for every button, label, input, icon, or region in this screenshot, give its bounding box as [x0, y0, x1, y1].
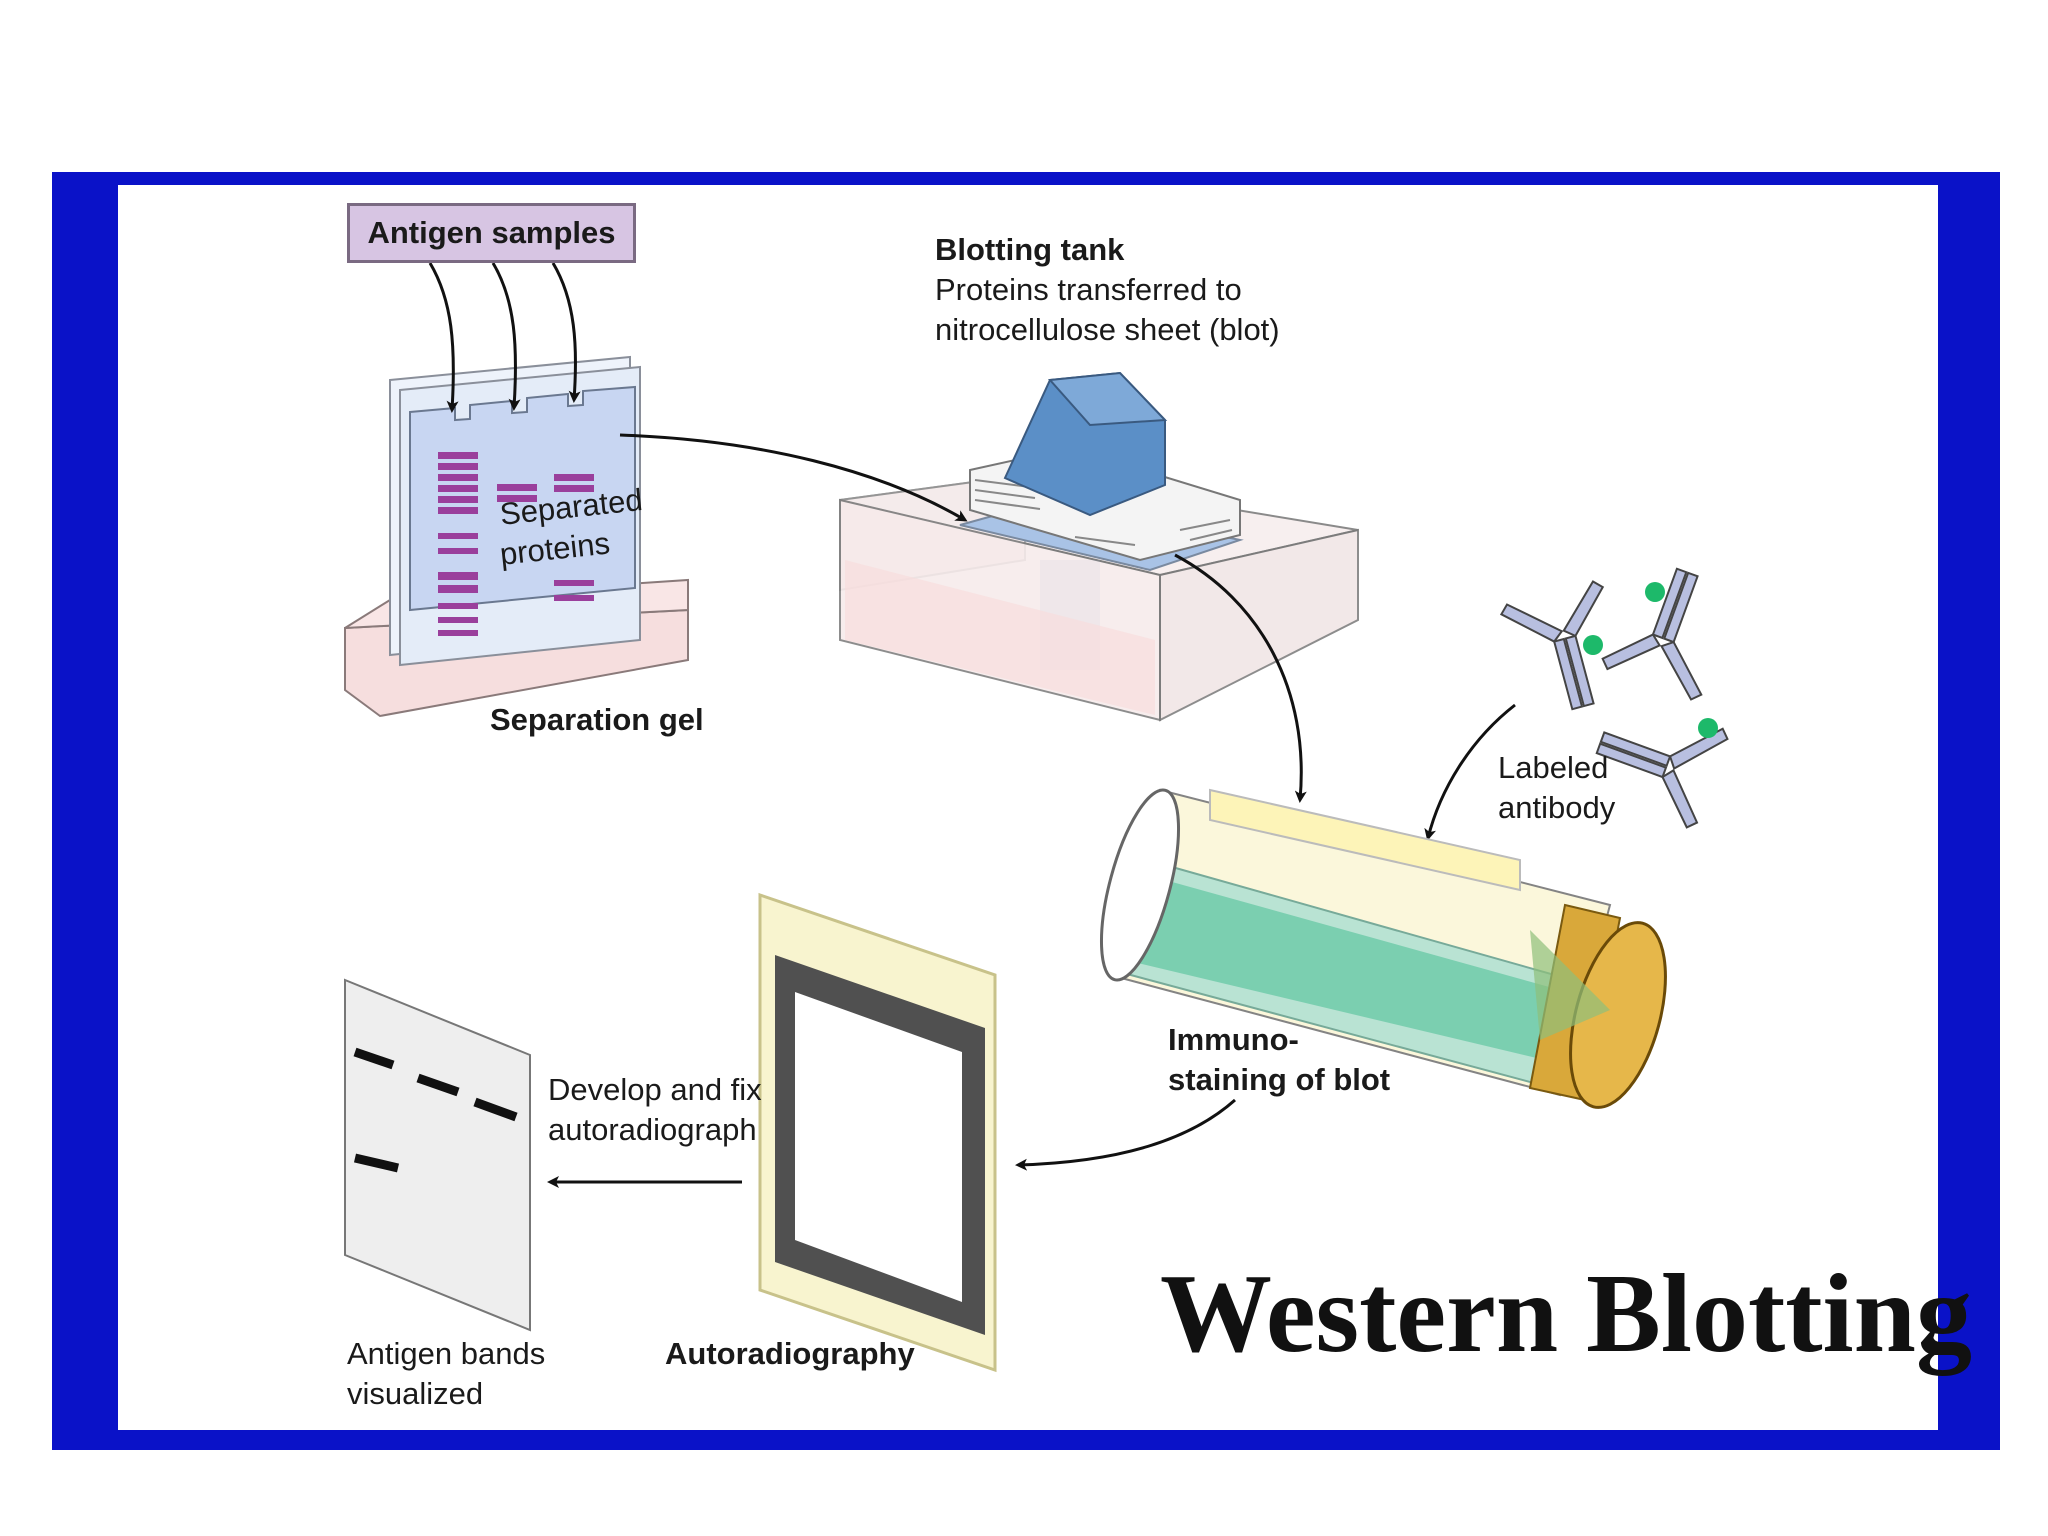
labeled-antibody-line2: antibody: [1498, 790, 1616, 825]
separation-gel-label: Separation gel: [490, 702, 704, 737]
autoradiography-label: Autoradiography: [665, 1336, 915, 1371]
antigen-samples-label: Antigen samples: [347, 203, 636, 263]
labeled-antibodies: [1499, 567, 1729, 829]
antigen-bands-sheet: [344, 978, 531, 1332]
antigen-sample-arrows: [428, 262, 581, 413]
antibody-arrow: [1424, 703, 1516, 841]
develop-label-line1: Develop and fix: [548, 1072, 762, 1107]
antibody-label-dots: [1583, 582, 1718, 738]
labeled-antibody-line1: Labeled: [1498, 750, 1609, 785]
antigen-bands-line1: Antigen bands: [347, 1336, 546, 1371]
blotting-tank-desc-line1: Proteins transferred to: [935, 272, 1242, 307]
immunostaining-line2: staining of blot: [1168, 1062, 1391, 1097]
blot-to-tube-arrow: [1174, 553, 1307, 803]
antigen-bands-line2: visualized: [347, 1376, 484, 1411]
blotting-tank: [839, 371, 1359, 722]
diagram-title: Western Blotting: [1160, 1252, 1972, 1376]
protein-bands: [438, 452, 594, 636]
tube-to-film-arrow: [1015, 1098, 1236, 1171]
staining-tube: [1099, 788, 1667, 1109]
blotting-tank-desc-line2: nitrocellulose sheet (blot): [935, 312, 1280, 347]
transfer-arrow: [619, 433, 968, 522]
separation-gel-apparatus: [344, 355, 689, 718]
blotting-tank-title: Blotting tank: [935, 232, 1125, 267]
autoradiograph-film: [758, 892, 997, 1373]
develop-label-line2: autoradiograph: [548, 1112, 757, 1147]
immunostaining-line1: Immuno-: [1168, 1022, 1299, 1057]
